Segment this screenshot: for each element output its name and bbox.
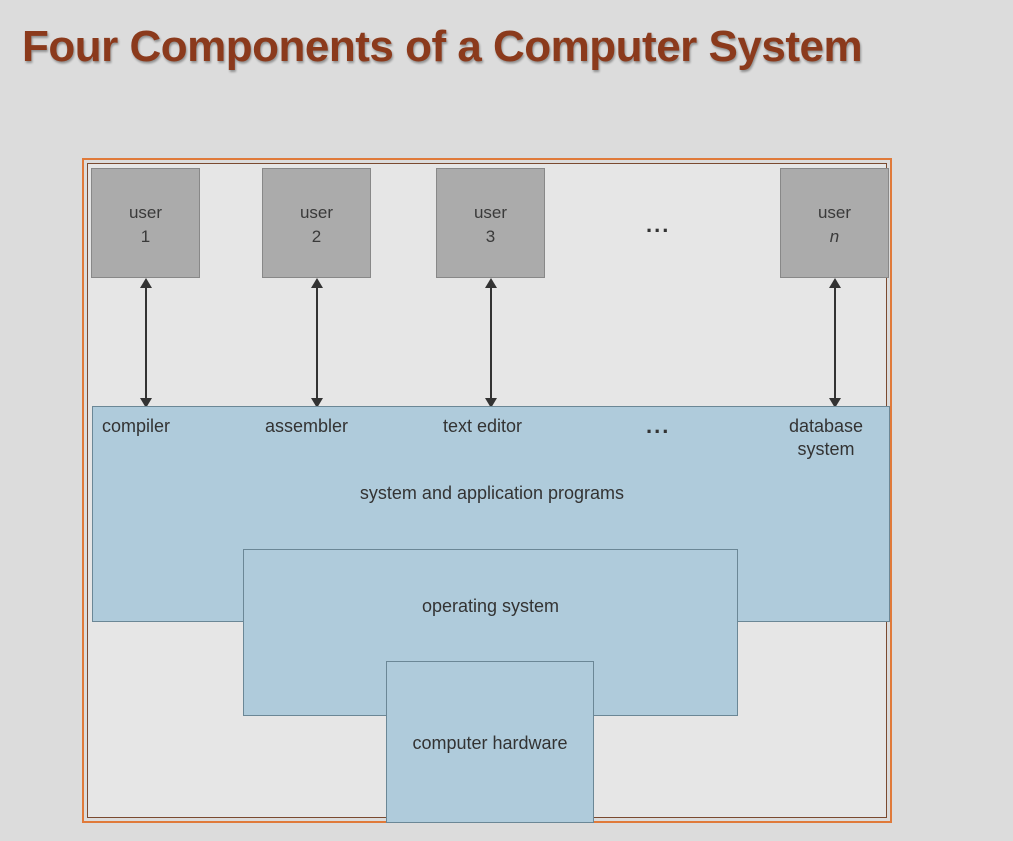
programs-ellipsis: ...	[646, 413, 671, 438]
double-arrow-icon	[485, 278, 497, 408]
database-line1: database	[789, 416, 864, 436]
database-line2: system	[797, 439, 855, 459]
program-text-editor: text editor	[443, 416, 523, 436]
program-compiler: compiler	[102, 416, 171, 436]
hardware-layer: computer hardware	[386, 661, 594, 823]
user-label: user	[473, 203, 508, 222]
user-box-n: user n	[780, 168, 889, 278]
user-box-2: user 2	[262, 168, 371, 278]
user-box-3: user 3	[436, 168, 545, 278]
program-assembler: assembler	[265, 416, 349, 436]
double-arrow-icon	[140, 278, 152, 408]
hardware-layer-label: computer hardware	[412, 733, 568, 753]
double-arrow-icon	[829, 278, 841, 408]
program-database-system: database system	[789, 415, 863, 461]
user-number: 2	[311, 227, 322, 246]
user-box-1: user 1	[91, 168, 200, 278]
user-label: user	[128, 203, 163, 222]
slide-title: Four Components of a Computer System	[22, 22, 863, 71]
user-label: user	[299, 203, 334, 222]
users-ellipsis: ...	[646, 212, 671, 237]
os-layer-label: operating system	[421, 596, 560, 616]
double-arrow-icon	[311, 278, 323, 408]
user-number: n	[829, 227, 840, 246]
diagram-canvas: user 1 user 2 user 3 ... user n compiler…	[87, 163, 890, 823]
user-number: 3	[485, 227, 496, 246]
user-label: user	[817, 203, 852, 222]
apps-layer-label: system and application programs	[359, 483, 625, 503]
user-number: 1	[140, 227, 151, 246]
diagram-frame: user 1 user 2 user 3 ... user n compiler…	[82, 158, 892, 823]
